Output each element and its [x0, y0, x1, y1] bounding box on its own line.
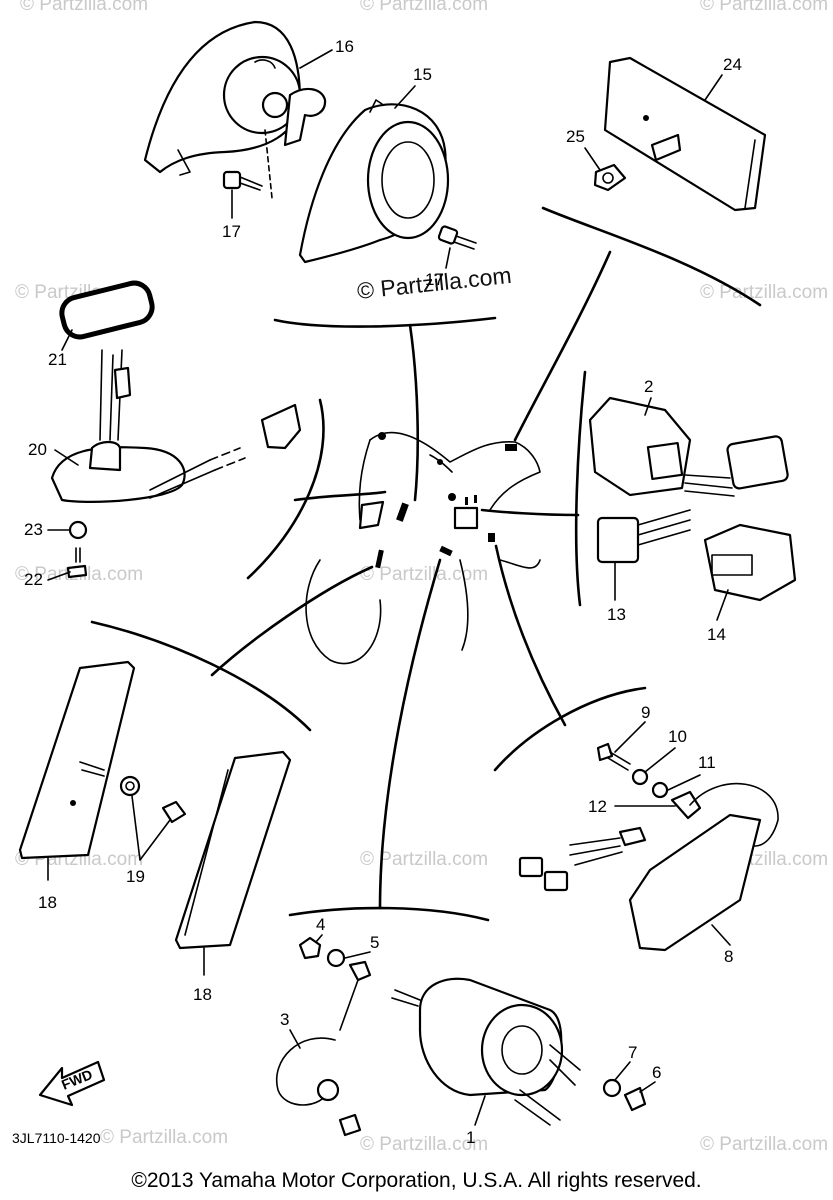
callout-2: 2 [644, 377, 653, 396]
igniter-8 [518, 742, 779, 952]
horn-16 [143, 20, 327, 199]
fwd-arrow-icon: FWD [38, 1060, 106, 1107]
callout-13: 13 [607, 605, 626, 624]
reflector-24 [593, 56, 767, 212]
watermark: © Partzilla.com [360, 1134, 488, 1155]
watermark: © Partzilla.com [100, 1127, 228, 1148]
watermark: © Partzilla.com [700, 1134, 828, 1155]
callout-22: 22 [24, 570, 43, 589]
parts-diagram: © Partzilla.com © Partzilla.com © Partzi… [12, 0, 828, 1155]
reflectors-18 [18, 660, 292, 950]
callout-16: 16 [335, 37, 354, 56]
diagram-code: 3JL7110-1420 [12, 1130, 101, 1146]
callout-3: 3 [280, 1010, 289, 1029]
callout-25: 25 [566, 127, 585, 146]
callout-labels: 16 15 17 17 24 25 21 20 23 22 2 13 14 18… [24, 37, 742, 1147]
callout-17: 17 [222, 222, 241, 241]
horn-15 [298, 99, 450, 264]
callout-18: 18 [38, 893, 57, 912]
callout-7: 7 [628, 1043, 637, 1062]
callout-20: 20 [28, 440, 47, 459]
watermark: © Partzilla.com [360, 0, 488, 15]
copyright-footer: ©2013 Yamaha Motor Corporation, U.S.A. A… [0, 1162, 833, 1200]
watermark: © Partzilla.com [360, 564, 488, 585]
callout-8: 8 [724, 947, 733, 966]
callout-4: 4 [316, 915, 325, 934]
callout-9: 9 [641, 703, 650, 722]
callout-19: 19 [126, 867, 145, 886]
callout-21: 21 [48, 350, 67, 369]
group-brackets [90, 206, 762, 922]
motorcycle-outline [305, 431, 541, 665]
relay-2 [588, 396, 797, 602]
callout-11: 11 [698, 753, 716, 772]
fuel-sender-20 [50, 280, 302, 579]
callout-23: 23 [24, 520, 43, 539]
bolts-17 [222, 170, 477, 250]
callout-5: 5 [370, 933, 379, 952]
callout-17b: 17 [425, 270, 444, 289]
starter-relay-1 [275, 936, 647, 1137]
callout-10: 10 [668, 727, 687, 746]
callout-1: 1 [466, 1128, 475, 1147]
callout-24: 24 [723, 55, 742, 74]
watermark: © Partzilla.com [360, 849, 488, 870]
callout-14: 14 [707, 625, 726, 644]
watermark: © Partzilla.com [20, 0, 148, 15]
watermark: © Partzilla.com [700, 282, 828, 303]
callout-6: 6 [652, 1063, 661, 1082]
callout-15: 15 [413, 65, 432, 84]
watermark: © Partzilla.com [700, 0, 828, 15]
label-leaders [47, 49, 731, 1126]
callout-12: 12 [588, 797, 607, 816]
copyright-text: ©2013 Yamaha Motor Corporation, U.S.A. A… [131, 1169, 702, 1192]
callout-18b: 18 [193, 985, 212, 1004]
